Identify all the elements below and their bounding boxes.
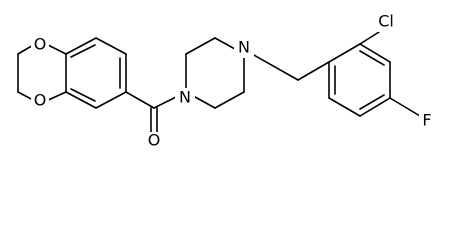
chemical-structure-drawing: O O O N N Cl F: [17, 11, 435, 150]
label-bg-n-right: [234, 38, 254, 58]
bond-pip-2: [185, 37, 216, 55]
label-bg-cl: [372, 12, 398, 32]
bond-pip-5: [214, 91, 245, 109]
bond-n-ch2: [251, 53, 299, 81]
bond-aryl-top-1-inner: [70, 44, 96, 58]
label-bg-n-left: [175, 88, 195, 108]
bond-ar2-f: [389, 97, 421, 117]
bond-aryl-carbonyl: [125, 91, 155, 109]
label-bg-o-carbonyl: [145, 132, 163, 150]
bond-ar2-bottom-right: [359, 97, 391, 117]
bond-ch2-aryl: [297, 61, 330, 81]
label-bg-o-top: [31, 36, 49, 54]
bond-aryl-top-1: [65, 37, 97, 55]
label-bg-o-bottom: [31, 92, 49, 110]
oxygen-atom-top: O: [34, 35, 47, 54]
bond-ar2-bottom-right-inner: [359, 94, 385, 110]
bond-aryl-bottom-1-inner: [70, 88, 96, 102]
bond-ar2-top-left: [328, 43, 361, 63]
bond-aryl-top-2: [95, 37, 127, 55]
bond-carbonyl-n: [153, 96, 177, 109]
piperazine-nitrogen-right: N: [238, 38, 250, 57]
bond-aryl-bottom-1: [65, 91, 97, 109]
chlorine-atom-label: Cl: [378, 12, 394, 31]
bond-ar2-cl: [359, 31, 380, 45]
carbonyl-oxygen-atom: O: [148, 131, 161, 150]
structure-canvas: O O O N N Cl F: [17, 11, 435, 150]
bond-o-bottom-aryl: [45, 91, 67, 102]
bond-ar2-bottom-left: [328, 97, 361, 117]
label-bg-f: [419, 111, 435, 131]
fluorine-atom-label: F: [422, 111, 431, 130]
piperazine-nitrogen-left: N: [179, 88, 191, 107]
bond-o-top-aryl: [45, 43, 67, 55]
bond-ar2-top-right: [359, 43, 391, 63]
bond-aryl-bottom-2: [95, 91, 127, 109]
bond-ar2-top-right-inner: [359, 50, 385, 66]
oxygen-atom-bottom: O: [34, 91, 47, 110]
